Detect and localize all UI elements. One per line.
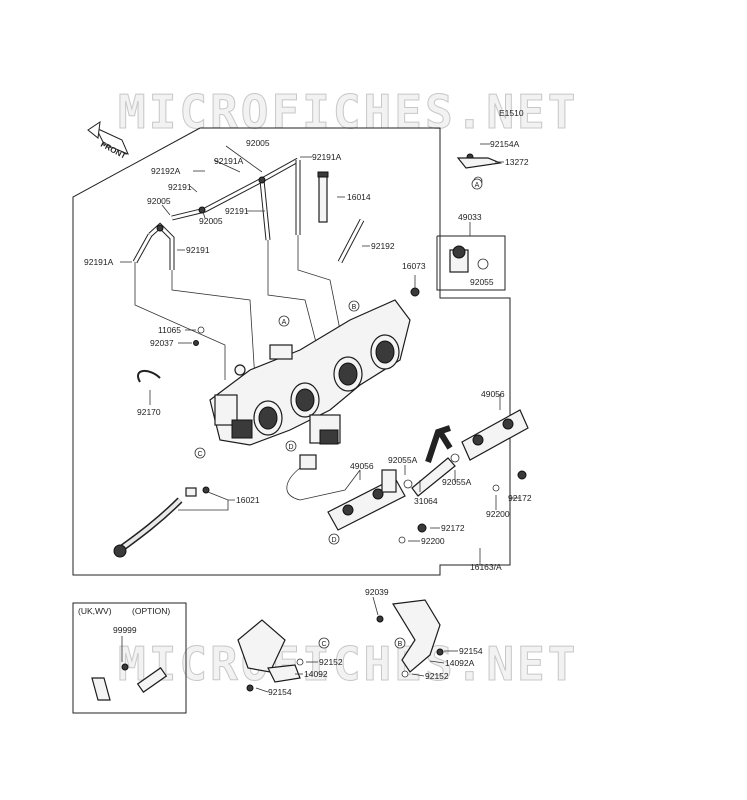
label-92191A-mid: 92191A	[214, 156, 244, 166]
label-49056-mid: 49056	[350, 461, 374, 471]
label-49056-right: 49056	[481, 389, 505, 399]
label-11065: 11065	[158, 325, 181, 335]
svg-text:C: C	[321, 641, 326, 648]
label-92055A-a: 92055A	[388, 455, 418, 465]
vacuum-hoses	[132, 150, 365, 270]
hose-routing-lines	[134, 235, 341, 381]
label-92055A-b: 92055A	[442, 477, 472, 487]
watermark-top: MICROFICHES.NET	[118, 85, 578, 139]
callout-A-top: A	[471, 178, 483, 190]
label-31064: 31064	[414, 496, 438, 506]
label-92055: 92055	[470, 277, 494, 287]
leader-lines	[120, 143, 520, 693]
main-frame	[72, 127, 511, 576]
label-14092A: 14092A	[445, 658, 475, 668]
callout-B-body: B	[348, 300, 360, 312]
callout-A-body: A	[278, 315, 290, 327]
part-labels: 92005 92191A 92192A 92191A 92191 92005 9…	[84, 138, 532, 697]
svg-text:A: A	[282, 319, 287, 326]
label-92191-a: 92191	[168, 182, 192, 192]
label-92005-top: 92005	[246, 138, 270, 148]
bracket-14092A	[376, 599, 444, 678]
svg-text:C: C	[197, 451, 202, 458]
option-box	[72, 602, 187, 714]
label-92152-a: 92152	[319, 657, 343, 667]
label-92200-a: 92200	[486, 509, 510, 519]
label-92191-b: 92191	[225, 206, 249, 216]
idle-sensor	[449, 245, 489, 273]
label-92191A-top: 92191A	[312, 152, 342, 162]
callout-C-bracket: C	[318, 637, 330, 649]
svg-text:D: D	[288, 444, 293, 451]
bracket-14092	[237, 619, 304, 692]
label-92172-b: 92172	[441, 523, 465, 533]
fuel-rail-upper	[425, 409, 529, 463]
svg-text:D: D	[331, 537, 336, 544]
svg-text:B: B	[398, 641, 403, 648]
label-92005-left: 92005	[147, 196, 171, 206]
option-label: (OPTION)	[132, 606, 170, 616]
label-92152-b: 92152	[425, 671, 449, 681]
label-99999: 99999	[113, 625, 137, 635]
callout-C-body: C	[194, 447, 206, 459]
callout-D-body: D	[285, 440, 297, 452]
label-92037: 92037	[150, 338, 174, 348]
label-92039: 92039	[365, 587, 389, 597]
label-92192A: 92192A	[151, 166, 181, 176]
watermark-bottom: MICROFICHES.NET	[118, 637, 578, 691]
label-92200-b: 92200	[421, 536, 445, 546]
label-92154-b: 92154	[459, 646, 483, 656]
throttle-body-assembly	[209, 299, 411, 446]
label-92191-c: 92191	[186, 245, 210, 255]
label-16073: 16073	[402, 261, 426, 271]
diagram-code: E1510	[499, 108, 524, 118]
label-92154-a: 92154	[268, 687, 292, 697]
label-92192: 92192	[371, 241, 395, 251]
label-14092: 14092	[304, 669, 328, 679]
fuel-pipe-31064	[403, 453, 460, 497]
label-13272: 13272	[505, 157, 529, 167]
svg-text:A: A	[475, 182, 480, 189]
sensor-wire	[286, 454, 361, 501]
option-region: (UK,WV)	[78, 606, 112, 616]
label-49033: 49033	[458, 212, 482, 222]
label-92154A: 92154A	[490, 139, 520, 149]
fuel-hose	[113, 486, 210, 558]
callout-B-bracket: B	[394, 637, 406, 649]
label-16014: 16014	[347, 192, 371, 202]
label-16163A: 16163/A	[470, 562, 502, 572]
option-part	[91, 663, 168, 701]
label-92191A-left: 92191A	[84, 257, 114, 267]
sensor-box	[436, 235, 506, 291]
label-92005-mid: 92005	[199, 216, 223, 226]
svg-text:B: B	[352, 304, 357, 311]
fuel-rail-lower	[327, 469, 406, 531]
label-16021: 16021	[236, 495, 260, 505]
label-92170: 92170	[137, 407, 161, 417]
label-92172-a: 92172	[508, 493, 532, 503]
clamp-92170	[137, 370, 161, 383]
callout-D-rail: D	[328, 533, 340, 545]
